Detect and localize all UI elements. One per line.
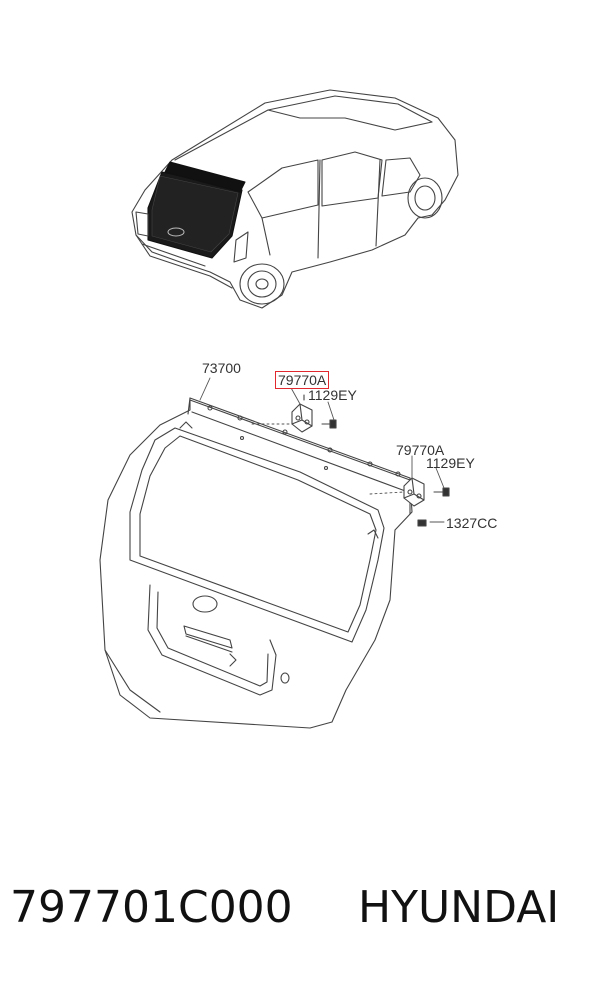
tailgate-drawing bbox=[99, 397, 413, 729]
car-illustration bbox=[131, 89, 459, 309]
label-bolt-left: 1129EY bbox=[308, 387, 357, 403]
bolt-right bbox=[433, 487, 450, 497]
label-screw-right: 1327CC bbox=[446, 515, 498, 531]
label-hinge-right: 79770A bbox=[396, 442, 445, 458]
bolt-left bbox=[321, 419, 337, 429]
part-number: 797701C000 bbox=[10, 882, 293, 933]
screw-right bbox=[417, 519, 427, 527]
brand-name: HYUNDAI bbox=[358, 882, 560, 933]
label-bolt-right: 1129EY bbox=[426, 455, 475, 471]
label-tailgate: 73700 bbox=[202, 360, 241, 376]
hinge-right bbox=[403, 477, 425, 507]
label-hinge-left: 79770A bbox=[275, 371, 330, 389]
leader-lines bbox=[199, 377, 445, 523]
